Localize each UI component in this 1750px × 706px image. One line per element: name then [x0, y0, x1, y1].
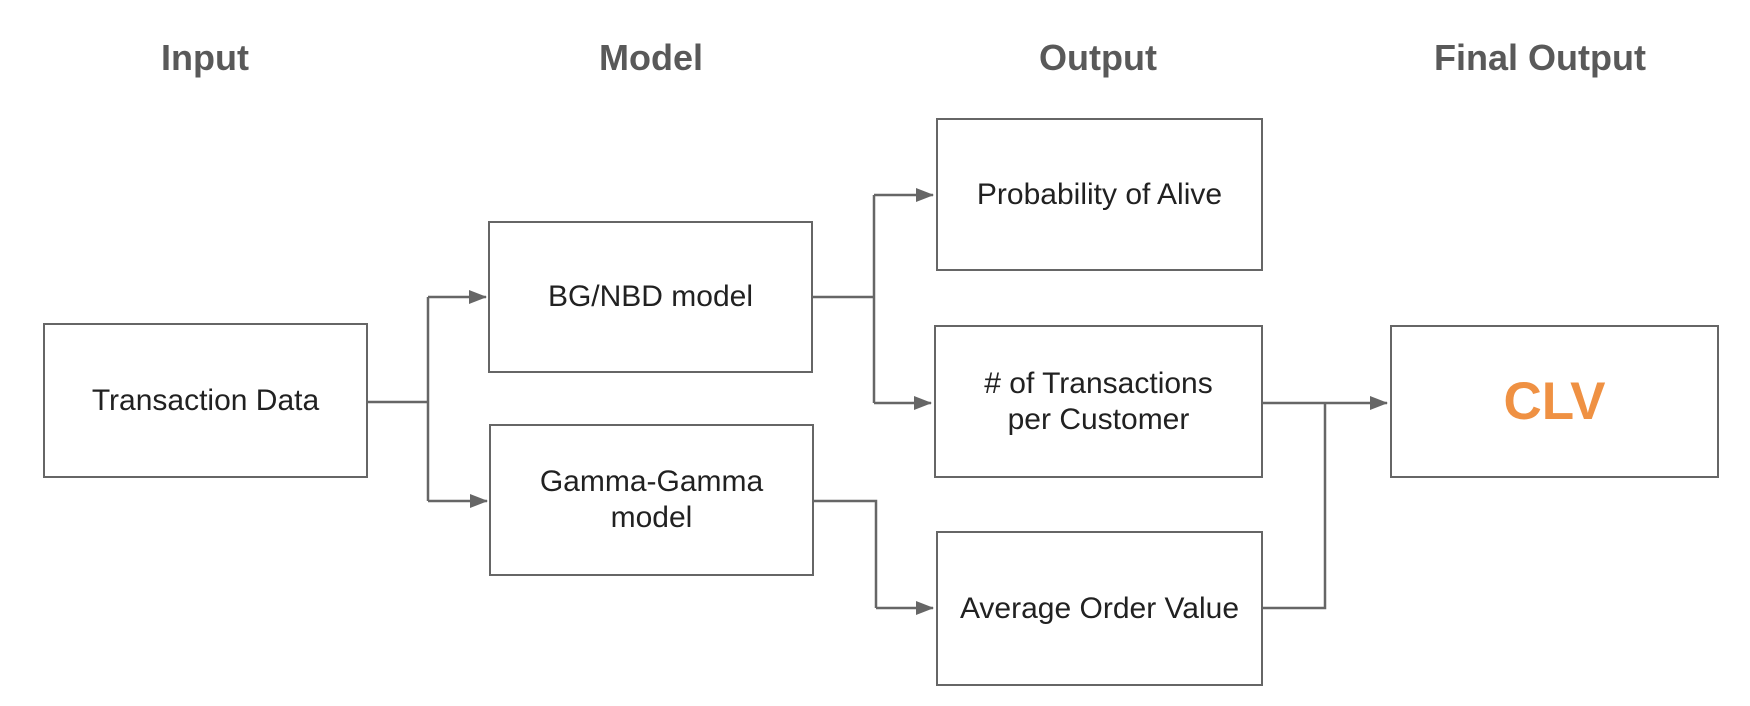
node-transaction-data-label: Transaction Data — [91, 383, 320, 417]
node-transaction-data: Transaction Data — [43, 323, 368, 478]
node-bg-nbd-model: BG/NBD model — [488, 221, 813, 373]
node-clv-label: CLV — [1503, 372, 1606, 431]
node-average-order-value: Average Order Value — [936, 531, 1263, 686]
edge-bg-nbd-trunk — [813, 195, 876, 403]
node-gamma-gamma-model-label: Gamma-Gamma model — [539, 465, 764, 534]
column-header-final-output: Final Output — [1434, 37, 1646, 78]
node-probability-of-alive: Probability of Alive — [936, 118, 1263, 271]
node-transactions-per-customer-label: # of Transactions per Customer — [984, 366, 1213, 436]
node-clv-final-output: CLV — [1390, 325, 1719, 478]
edge-average-order-value-join — [1263, 404, 1327, 610]
node-probability-of-alive-label: Probability of Alive — [976, 177, 1223, 211]
node-transactions-per-customer: # of Transactions per Customer — [934, 325, 1263, 478]
node-gamma-gamma-model: Gamma-Gamma model — [489, 424, 814, 576]
node-average-order-value-label: Average Order Value — [959, 591, 1240, 625]
column-header-input: Input — [161, 37, 249, 78]
edge-transaction-data-trunk — [368, 297, 430, 501]
column-header-output: Output — [1039, 37, 1157, 78]
column-header-model: Model — [599, 37, 703, 78]
edge-gamma-gamma-elbow — [814, 499, 878, 608]
node-bg-nbd-model-label: BG/NBD model — [547, 280, 754, 313]
